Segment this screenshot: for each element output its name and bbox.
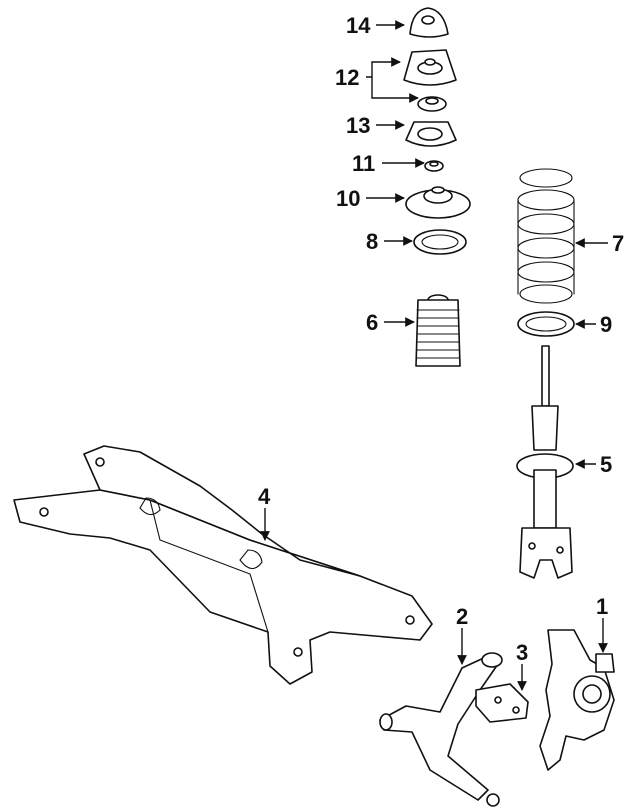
callout-13: 13 xyxy=(346,113,405,138)
callout-5: 5 xyxy=(575,452,612,477)
callout-11-number: 11 xyxy=(352,151,375,176)
callout-10: 10 xyxy=(336,186,405,211)
callout-12-number: 12 xyxy=(335,65,359,90)
callout-2: 2 xyxy=(456,604,468,665)
callout-13-number: 13 xyxy=(346,113,370,138)
callout-12: 12 xyxy=(335,57,419,103)
callout-1-number: 1 xyxy=(596,594,608,619)
part-1-knuckle xyxy=(539,629,615,771)
callout-9-number: 9 xyxy=(600,312,612,337)
callout-7-number: 7 xyxy=(612,231,624,256)
part-10-spring-seat xyxy=(405,186,471,219)
callout-9: 9 xyxy=(575,312,612,337)
part-13-mount xyxy=(405,121,457,147)
callout-1: 1 xyxy=(596,594,608,653)
callout-8: 8 xyxy=(366,229,413,254)
part-12-bearing xyxy=(417,96,447,112)
callout-2-number: 2 xyxy=(456,604,468,629)
part-6-boot xyxy=(415,294,461,367)
part-8-insulator xyxy=(413,229,467,255)
part-11-washer xyxy=(424,160,444,172)
callout-4-number: 4 xyxy=(258,484,271,509)
part-12-upper-mount xyxy=(403,49,457,86)
callout-8-number: 8 xyxy=(366,229,378,254)
callout-14-number: 14 xyxy=(346,13,371,38)
part-3-bracket xyxy=(475,683,529,723)
part-5-strut xyxy=(516,345,574,579)
callout-7: 7 xyxy=(575,231,624,256)
part-7-coil-spring xyxy=(517,168,575,304)
callout-3: 3 xyxy=(516,640,528,691)
callout-4: 4 xyxy=(258,484,271,541)
callout-6: 6 xyxy=(366,310,415,335)
callout-3-number: 3 xyxy=(516,640,528,665)
part-9-spring-insulator xyxy=(517,311,575,337)
callout-6-number: 6 xyxy=(366,310,378,335)
part-4-crossmember xyxy=(13,445,433,685)
callout-5-number: 5 xyxy=(600,452,612,477)
callout-10-number: 10 xyxy=(336,186,360,211)
callout-11: 11 xyxy=(352,151,425,176)
callout-14: 14 xyxy=(346,13,405,38)
part-2-control-arm xyxy=(379,652,503,807)
part-14-mount-cap xyxy=(409,7,449,38)
